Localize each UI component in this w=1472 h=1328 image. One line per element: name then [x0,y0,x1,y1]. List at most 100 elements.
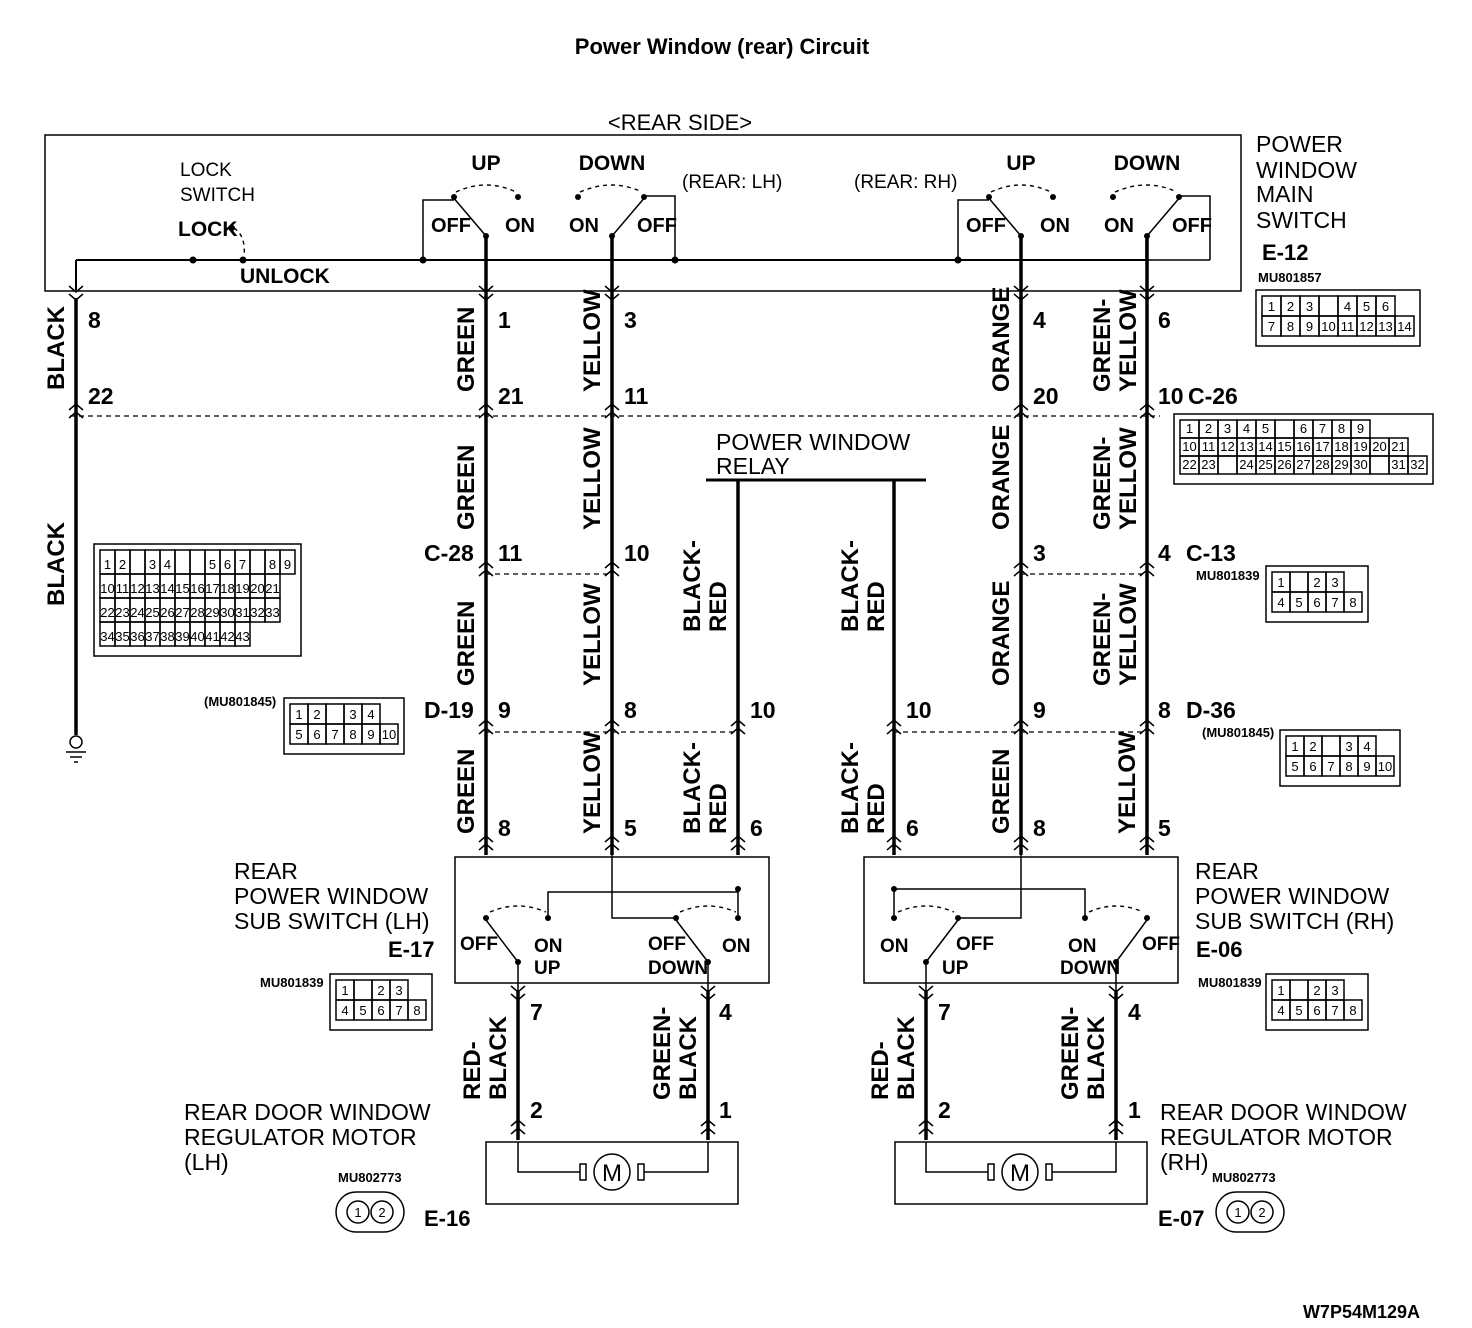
pin-e12-6: 6 [1158,307,1171,333]
pin-c26-20: 20 [1033,383,1059,409]
connector-cell [1289,571,1309,593]
connector-cell [1289,979,1309,1001]
motor-lh-symbol: M [602,1160,622,1187]
wire-orange-1: ORANGE [988,287,1015,392]
motor-pin-number: 1 [1234,1205,1241,1220]
lh-down-on: ON [569,215,599,237]
connector-chevron [730,835,746,851]
sub-rh-name-2: POWER WINDOW [1195,883,1389,909]
connector-cell-number: 1 [1291,739,1298,754]
rh-up-label: UP [1006,152,1035,175]
pin-e07-2: 2 [938,1097,951,1123]
connector-chevron [1108,1119,1124,1135]
connector-cell-number: 8 [269,557,276,572]
connector-chevron [1139,835,1155,851]
connector-cell-number: 2 [1287,299,1294,314]
connector-chevron [604,285,620,301]
power-window-main-switch: <REAR SIDE> POWER WINDOW MAIN SWITCH E-1… [44,110,1357,292]
connector-chevron [1013,403,1029,419]
sub-rh-on-2: ON [1068,936,1097,957]
sub-rh-connector-id: E-06 [1196,937,1242,962]
pin-e12-4: 4 [1033,307,1046,333]
connector-cell-number: 41 [205,629,219,644]
wire-green-yellow-3b: YELLOW [1115,583,1142,686]
connector-cell-number: 14 [1258,439,1272,454]
connector-cell-number: 43 [235,629,249,644]
wire-green-yellow-1b: YELLOW [1115,289,1142,392]
connector-cell-number: 4 [1277,595,1284,610]
main-switch-name-3: MAIN [1256,181,1314,207]
pin-e06-4: 4 [1128,999,1141,1025]
connector-cell [1407,455,1428,475]
connector-cell-number: 21 [265,581,279,596]
lh-up-label: UP [471,152,500,175]
connector-cell-number: 33 [265,605,279,620]
connector-cell-number: 4 [1243,421,1250,436]
connector-cell [1217,455,1238,475]
sub-lh-part-no: MU801839 [260,975,324,990]
c28-id: C-28 [424,540,474,566]
connector-cell [264,597,281,623]
wire-black-1: BLACK [43,305,70,390]
sub-lh-name-3: SUB SWITCH (LH) [234,908,430,934]
connector-cell-number: 19 [235,581,249,596]
sub-rh-name-3: SUB SWITCH (RH) [1195,908,1394,934]
connector-cell-number: 1 [1186,421,1193,436]
connector-cell-number: 4 [1277,1003,1284,1018]
wire-black-red-lh-1a: BLACK- [679,540,706,632]
sub-lh-connector-id: E-17 [388,937,434,962]
connector-chevron [918,985,934,1001]
connector-cell-number: 1 [1277,575,1284,590]
connector-cell-number: 1 [104,557,111,572]
connector-cell-number: 4 [1344,299,1351,314]
connector-cell-number: 10 [1321,319,1335,334]
pin-e06-8: 8 [1033,815,1046,841]
rear-rh-label: (REAR: RH) [854,172,957,193]
pin-e12-8: 8 [88,307,101,333]
connector-chevron [478,403,494,419]
rh-up-on: ON [1040,215,1070,237]
pin-e07-1: 1 [1128,1097,1141,1123]
motor-rh-name-2: REGULATOR MOTOR [1160,1124,1393,1150]
motor-pin-cell [1226,1200,1250,1224]
pin-d36-10a: 10 [750,697,776,723]
wire-green-rh: GREEN [988,749,1015,834]
motor-rh-name-3: (RH) [1160,1149,1209,1175]
connector-cell-number: 31 [235,605,249,620]
connector-cell-number: 4 [164,557,171,572]
connector-cell-number: 19 [1353,439,1367,454]
rear-sub-switch-lh: REAR POWER WINDOW SUB SWITCH (LH) E-17 M… [234,855,770,990]
connector-cell-number: 34 [100,629,114,644]
connector-cell-number: 11 [1341,319,1355,334]
main-switch-connector-id: E-12 [1262,240,1308,265]
wire-green-black-lh-b: BLACK [675,1015,702,1100]
wire-green-yellow-1a: GREEN- [1089,299,1116,392]
connector-cell-number: 12 [130,581,144,596]
connector-cell-number: 13 [1239,439,1253,454]
motor-lh-name-3: (LH) [184,1149,229,1175]
connector-cell-number: 15 [175,581,189,596]
connector-cell-number: 40 [190,629,204,644]
motor-rh-name-1: REAR DOOR WINDOW [1160,1099,1407,1125]
pin-d36-8: 8 [1158,697,1171,723]
lh-up-on: ON [505,215,535,237]
connector-chevron [886,835,902,851]
connector-cell-number: 7 [1331,595,1338,610]
connector-cell-number: 5 [1295,1003,1302,1018]
connector-cell-number: 2 [1313,983,1320,998]
connector-cell-number: 2 [1313,575,1320,590]
connector-chevrons [68,285,1155,1135]
wire-green-4: GREEN [453,749,480,834]
connector-cell-number: 20 [1372,439,1386,454]
wire-green-2: GREEN [453,445,480,530]
connector-chevron [918,1119,934,1135]
motor-lh-name-2: REGULATOR MOTOR [184,1124,417,1150]
unlock-position-label: UNLOCK [240,265,330,288]
connector-housing [283,697,405,755]
connector-cell-number: 22 [1182,457,1196,472]
connector-cell-number: 28 [1315,457,1329,472]
connector-cell-number: 6 [1382,299,1389,314]
